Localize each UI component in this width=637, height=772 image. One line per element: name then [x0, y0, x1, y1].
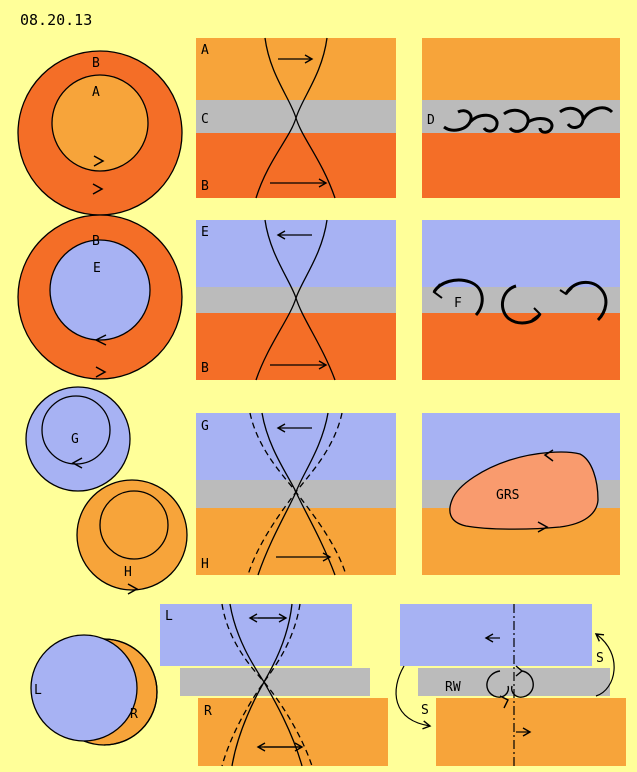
row3-circle-h-label: H [124, 565, 132, 580]
row3-band-bot-label: H [201, 557, 209, 572]
row4-band-bot [198, 698, 388, 766]
row4-shear-label-right: S [596, 651, 604, 666]
row1-band-top-label: A [201, 43, 209, 58]
row1-circle-inner [52, 75, 148, 171]
row2-band-top [196, 220, 396, 287]
row2: B E E B F [18, 215, 620, 380]
row3-band-mid [196, 480, 396, 508]
row3-band-bot [196, 508, 396, 575]
row1-band-bot-label: B [201, 179, 209, 194]
row3-spot-label: GRS [496, 488, 519, 503]
row2-circle-inner [50, 240, 150, 340]
row4-shear-label-left: S [421, 703, 429, 718]
row1-circle-outer-label: B [92, 56, 100, 71]
row1-band-bot [196, 133, 396, 198]
row4-wave-label: RW [445, 680, 461, 695]
row3-circle-g-label: G [71, 432, 79, 447]
row2-eddy-top [422, 220, 620, 287]
row3-band-top-label: G [201, 419, 209, 434]
row4-circle-l-label: L [34, 683, 42, 698]
row1-eddy-label: D [427, 113, 435, 128]
row3-band-top [196, 413, 396, 480]
row2-circle-outer-label: B [92, 234, 100, 249]
row1-eddy-bot [422, 133, 620, 198]
row4-band-top [160, 604, 352, 666]
row2-circle-inner-label: E [93, 261, 101, 276]
row1-eddy-top [422, 38, 620, 100]
row1: B A A C B D [18, 38, 620, 215]
row2-eddy-mid [422, 287, 620, 313]
row2-band-bot [196, 313, 396, 380]
date-label: 08.20.13 [20, 11, 92, 29]
row4-band-mid [180, 668, 370, 696]
row3: G H G H GRS [26, 387, 620, 594]
row1-band-mid-label: C [201, 112, 209, 127]
row3-circle-h [77, 480, 187, 590]
row4-shear-top [400, 604, 592, 666]
row2-eddy-label: F [454, 296, 462, 311]
row1-circle-inner-label: A [92, 85, 100, 100]
row4-circle-l [31, 635, 137, 741]
row2-band-bot-label: B [201, 361, 209, 376]
row4-band-top-label: L [165, 609, 173, 624]
row4-circle-r-label: R [130, 707, 138, 722]
row1-band-top [196, 38, 396, 100]
row1-eddy-mid [422, 100, 620, 133]
row4-shear-bot [436, 698, 626, 766]
row4-band-bot-label: R [204, 704, 212, 719]
row2-band-top-label: E [201, 225, 209, 240]
